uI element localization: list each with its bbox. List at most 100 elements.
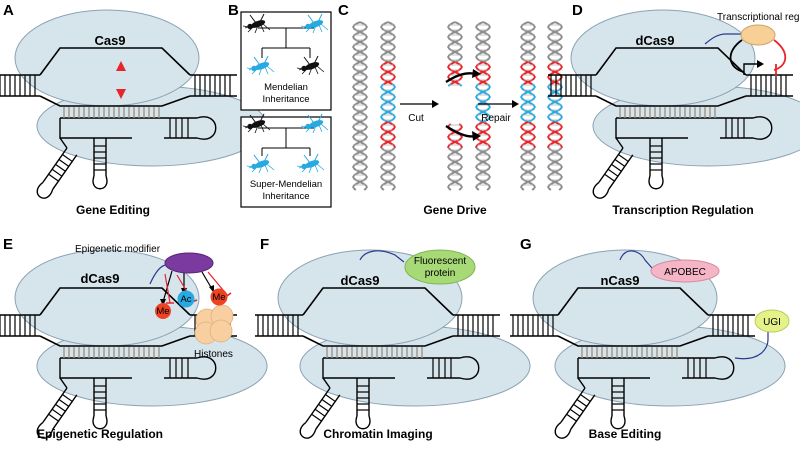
me-label: Me — [156, 306, 169, 317]
helix-strand-segment — [547, 137, 552, 141]
helix-strand-segment — [486, 57, 491, 61]
helix-strand-segment — [391, 157, 396, 161]
helix-strand-segment — [520, 27, 525, 31]
helix-strand-segment — [454, 151, 460, 155]
helix-strand-segment — [523, 181, 529, 185]
helix-strand-segment — [380, 57, 385, 61]
panel-g-letter: G — [520, 236, 532, 253]
helix-strand-segment — [458, 67, 463, 71]
helix-strand-segment — [387, 151, 393, 155]
cut-label: Cut — [408, 113, 424, 124]
helix-strand-segment — [352, 107, 357, 111]
helix-strand-segment — [486, 87, 491, 91]
helix-strand-segment — [554, 31, 560, 35]
helix-strand-segment — [531, 47, 536, 51]
helix-strand-segment — [359, 131, 365, 135]
helix-strand-segment — [359, 91, 365, 95]
dcas9-complex-e — [0, 249, 268, 442]
helix-strand-segment — [363, 177, 368, 181]
helix-strand-segment — [558, 47, 563, 51]
transfer-arrowhead-2-icon — [472, 131, 481, 141]
helix-strand-segment — [531, 57, 536, 61]
helix-strand-segment — [447, 167, 452, 171]
helix-strand-segment — [355, 181, 361, 185]
helix-strand-segment — [363, 187, 368, 191]
helix-strand-segment — [383, 101, 389, 105]
helix-strand-segment — [558, 37, 563, 41]
helix-strand-segment — [475, 37, 480, 41]
dcas9-label-f: dCas9 — [340, 273, 379, 288]
helix-strand-segment — [486, 117, 491, 121]
panel-b: B Mendelian Inheritance Super-Mendelian … — [228, 2, 332, 208]
helix-strand-segment — [380, 67, 385, 71]
helix-strand-segment — [547, 157, 552, 161]
helix-strand-segment — [352, 167, 357, 171]
helix-strand-segment — [558, 157, 563, 161]
helix-strand-segment — [531, 97, 536, 101]
fluor-label-2: protein — [425, 268, 456, 279]
helix-strand-segment — [520, 147, 525, 151]
helix-strand-segment — [520, 77, 525, 81]
helix-strand-segment — [363, 67, 368, 71]
helix-strand-segment — [352, 47, 357, 51]
super-mendelian-label-1: Super-Mendelian — [250, 179, 322, 190]
panel-a-letter: A — [3, 2, 14, 19]
helix-strand-segment — [486, 177, 491, 181]
helix-strand-segment — [355, 161, 361, 165]
helix-strand-segment — [352, 117, 357, 121]
promoter-arrowhead-icon — [757, 60, 764, 68]
helix-strand-segment — [363, 167, 368, 171]
helix-strand-segment — [558, 127, 563, 131]
helix-strand-segment — [558, 117, 563, 121]
helix-strand-segment — [550, 141, 556, 145]
cas9-label: Cas9 — [94, 33, 125, 48]
helix-strand-segment — [558, 137, 563, 141]
helix-strand-segment — [558, 177, 563, 181]
helix-strand-segment — [520, 187, 525, 191]
helix-strand-segment — [531, 157, 536, 161]
promoter-arrow — [743, 63, 758, 75]
helix-strand-segment — [550, 121, 556, 125]
helix-strand-segment — [391, 77, 396, 81]
helix-strand-segment — [475, 187, 480, 191]
helix-strand-segment — [475, 117, 480, 121]
helix-strand-segment — [447, 177, 452, 181]
helix-strand-segment — [486, 67, 491, 71]
helix-strand-segment — [486, 187, 491, 191]
helix-strand-segment — [363, 27, 368, 31]
repair-arrowhead-icon — [512, 100, 519, 108]
helix-strand-segment — [547, 117, 552, 121]
helix-strand-segment — [458, 47, 463, 51]
helix-strand-segment — [352, 127, 357, 131]
helix-strand-segment — [355, 121, 361, 125]
helix-strand-segment — [391, 137, 396, 141]
helix-strand-segment — [523, 41, 529, 45]
helix-strand-segment — [547, 167, 552, 171]
helix-strand-segment — [447, 157, 452, 161]
helix-strand-segment — [475, 107, 480, 111]
helix-strand-segment — [352, 77, 357, 81]
methyl-mark — [155, 303, 171, 319]
helix-strand-segment — [486, 167, 491, 171]
helix-strand-segment — [475, 77, 480, 81]
helix-strand-segment — [478, 21, 484, 25]
helix-strand-segment — [550, 21, 556, 25]
helix-strand-segment — [352, 177, 357, 181]
helix-strand-segment — [547, 187, 552, 191]
helix-strand-segment — [391, 57, 396, 61]
helix-strand-segment — [554, 151, 560, 155]
helix-strand-segment — [482, 171, 488, 175]
helix-strand-segment — [482, 31, 488, 35]
helix-strand-segment — [355, 21, 361, 25]
helix-strand-segment — [352, 87, 357, 91]
helix-strand-segment — [458, 77, 463, 81]
helix-strand-segment — [527, 71, 533, 75]
helix-strand-segment — [520, 67, 525, 71]
epigenetic-modifier — [164, 252, 214, 274]
fluor-label-1: Fluorescent — [414, 256, 466, 267]
helix-strand-segment — [547, 97, 552, 101]
histone — [209, 319, 233, 343]
helix-strand-segment — [531, 77, 536, 81]
panel-a: A Cas9 Gene Editing — [0, 2, 268, 217]
helix-strand-segment — [520, 117, 525, 121]
